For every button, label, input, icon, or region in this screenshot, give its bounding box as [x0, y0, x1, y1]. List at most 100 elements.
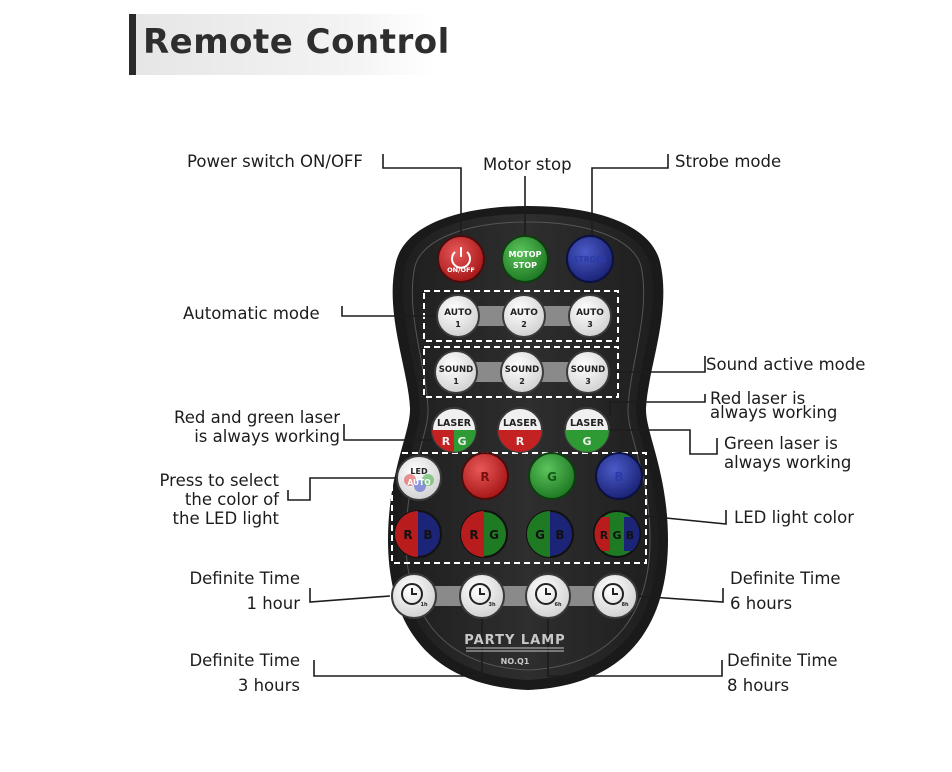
auto-1-label: AUTO — [444, 308, 472, 318]
laser-red-button[interactable]: LASER R — [497, 407, 543, 453]
timer-1h-text: 1h — [420, 602, 427, 608]
sound-3-label: SOUND — [571, 365, 605, 375]
title-accent-bar — [129, 14, 136, 75]
led-auto-button[interactable]: LED AUTO — [396, 455, 442, 501]
sound-2-label: SOUND — [505, 365, 539, 375]
timer-3h-text: 3h — [488, 602, 495, 608]
laser-green-g: G — [582, 435, 591, 448]
sound-dashed-box — [423, 346, 619, 398]
label-led-color: LED light color — [734, 508, 855, 527]
label-t1-2: 1 hour — [246, 594, 300, 613]
sound-3-button[interactable]: SOUND 3 — [566, 350, 610, 394]
laser-green-label: LASER — [570, 418, 605, 429]
led-g-label: G — [547, 470, 557, 484]
sound-1-number: 1 — [453, 377, 459, 386]
laser-green-button[interactable]: LASER G — [564, 407, 610, 453]
led-rgb-b: B — [626, 529, 634, 542]
label-t3-2: 3 hours — [237, 676, 300, 695]
timer-3h-button[interactable]: 3h — [459, 573, 505, 619]
laser-rg-button[interactable]: LASER R G — [431, 407, 477, 453]
label-rg-laser-1: Red and green laser — [173, 408, 340, 427]
label-press-1: Press to select — [159, 471, 279, 490]
timer-6h-button[interactable]: 6h — [525, 573, 571, 619]
label-press-2: the color of — [184, 490, 279, 509]
strobe-button[interactable]: STROBE — [566, 235, 614, 283]
label-press-3: the LED light — [172, 509, 279, 528]
clock-icon — [469, 583, 491, 605]
label-power: Power switch ON/OFF — [187, 152, 363, 171]
timer-8h-button[interactable]: 8h — [592, 573, 638, 619]
led-gb-button[interactable]: G B — [526, 510, 574, 558]
label-green-laser-1: Green laser is — [724, 434, 838, 453]
label-rg-laser-2: is always working — [194, 427, 340, 446]
led-rg-g: G — [489, 528, 499, 542]
led-rb-r: R — [403, 528, 412, 542]
sound-2-button[interactable]: SOUND 2 — [500, 350, 544, 394]
led-rb-button[interactable]: R B — [394, 510, 442, 558]
led-b-button[interactable]: B — [595, 452, 643, 500]
label-red-laser-1: Red laser is — [710, 389, 806, 408]
auto-2-label: AUTO — [510, 308, 538, 318]
strobe-text: STROBE — [573, 255, 607, 264]
timer-connector — [415, 586, 618, 606]
label-t6-2: 6 hours — [730, 594, 793, 613]
clock-icon — [602, 583, 624, 605]
label-t1-1: Definite Time — [189, 569, 300, 588]
led-auto-label-2: AUTO — [407, 478, 430, 487]
led-g-button[interactable]: G — [528, 452, 576, 500]
sound-1-label: SOUND — [439, 365, 473, 375]
brand-text: PARTY LAMP — [464, 633, 565, 648]
label-t6-1: Definite Time — [730, 569, 841, 588]
label-t3-1: Definite Time — [189, 651, 300, 670]
auto-1-number: 1 — [455, 320, 461, 329]
model-text: NO.Q1 — [501, 657, 530, 666]
laser-red-r: R — [516, 435, 525, 448]
label-red-laser-2: always working — [710, 403, 838, 422]
auto-2-button[interactable]: AUTO 2 — [502, 294, 546, 338]
remote-inner-outline — [405, 221, 651, 671]
led-rg-button[interactable]: R G — [460, 510, 508, 558]
label-t8-2: 8 hours — [727, 676, 790, 695]
sound-2-number: 2 — [519, 377, 525, 386]
led-gb-b: B — [555, 528, 564, 542]
led-rgb-g: G — [612, 529, 621, 542]
page-title: Remote Control — [143, 22, 450, 62]
clock-icon — [401, 583, 423, 605]
led-rgb-r: R — [600, 529, 609, 542]
led-r-button[interactable]: R — [461, 452, 509, 500]
onoff-text: ON/OFF — [447, 266, 475, 274]
label-green-laser-2: always working — [724, 453, 852, 472]
power-button[interactable]: ON/OFF — [437, 235, 485, 283]
auto-3-label: AUTO — [576, 308, 604, 318]
timer-1h-button[interactable]: 1h — [391, 573, 437, 619]
laser-rg-r: R — [442, 435, 451, 448]
led-gb-g: G — [535, 528, 545, 542]
led-rgb-button[interactable]: R G B — [593, 510, 641, 558]
led-r-label: R — [480, 470, 489, 484]
motop-text: MOTOP — [509, 250, 542, 259]
auto-3-button[interactable]: AUTO 3 — [568, 294, 612, 338]
timer-8h-text: 8h — [621, 602, 628, 608]
auto-1-button[interactable]: AUTO 1 — [436, 294, 480, 338]
auto-2-number: 2 — [521, 320, 527, 329]
clock-icon — [535, 583, 557, 605]
label-auto: Automatic mode — [183, 304, 320, 323]
label-sound: Sound active mode — [706, 355, 866, 374]
led-dashed-box — [391, 452, 647, 564]
laser-rg-label: LASER — [437, 418, 472, 429]
timer-6h-text: 6h — [554, 602, 561, 608]
label-t8-1: Definite Time — [727, 651, 838, 670]
led-auto-label-1: LED — [410, 467, 428, 476]
stop-text: STOP — [513, 261, 537, 270]
sound-1-button[interactable]: SOUND 1 — [434, 350, 478, 394]
motor-stop-button[interactable]: MOTOP STOP — [501, 235, 549, 283]
label-motor: Motor stop — [483, 155, 572, 174]
auto-3-number: 3 — [587, 320, 593, 329]
sound-3-number: 3 — [585, 377, 591, 386]
led-rg-r: R — [469, 528, 478, 542]
led-b-label: B — [614, 470, 623, 484]
leader-lines — [287, 154, 727, 677]
laser-rg-g: G — [457, 435, 466, 448]
title-background — [136, 14, 436, 75]
